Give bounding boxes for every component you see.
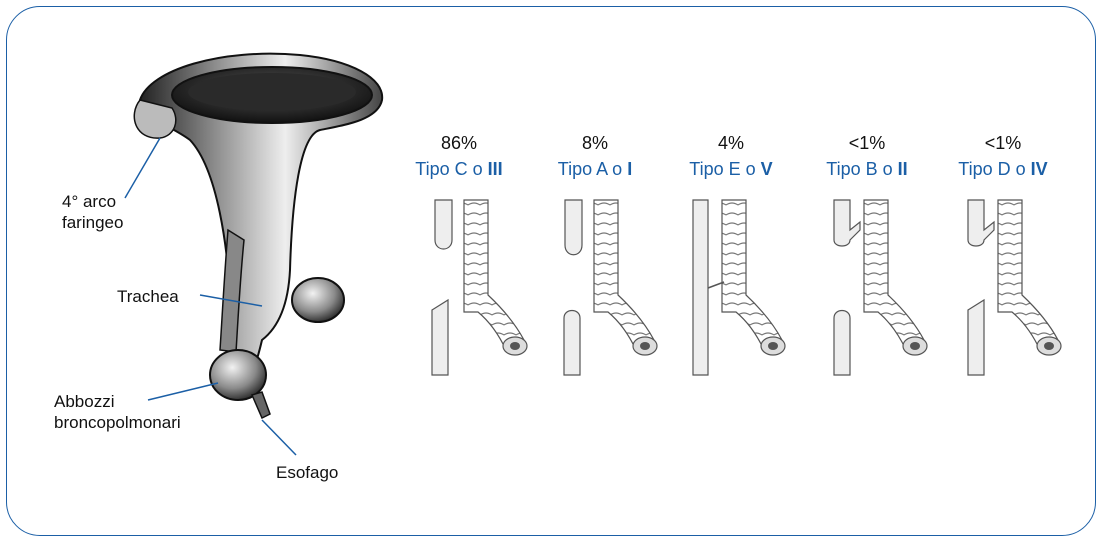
- type-5-sketch: [968, 200, 1061, 375]
- type-1-sketch: [432, 200, 527, 375]
- type-3-sketch: [693, 200, 785, 375]
- type-2-sketch: [564, 200, 657, 375]
- type-4-sketch: [834, 200, 927, 375]
- atresia-sketches: [0, 0, 1102, 511]
